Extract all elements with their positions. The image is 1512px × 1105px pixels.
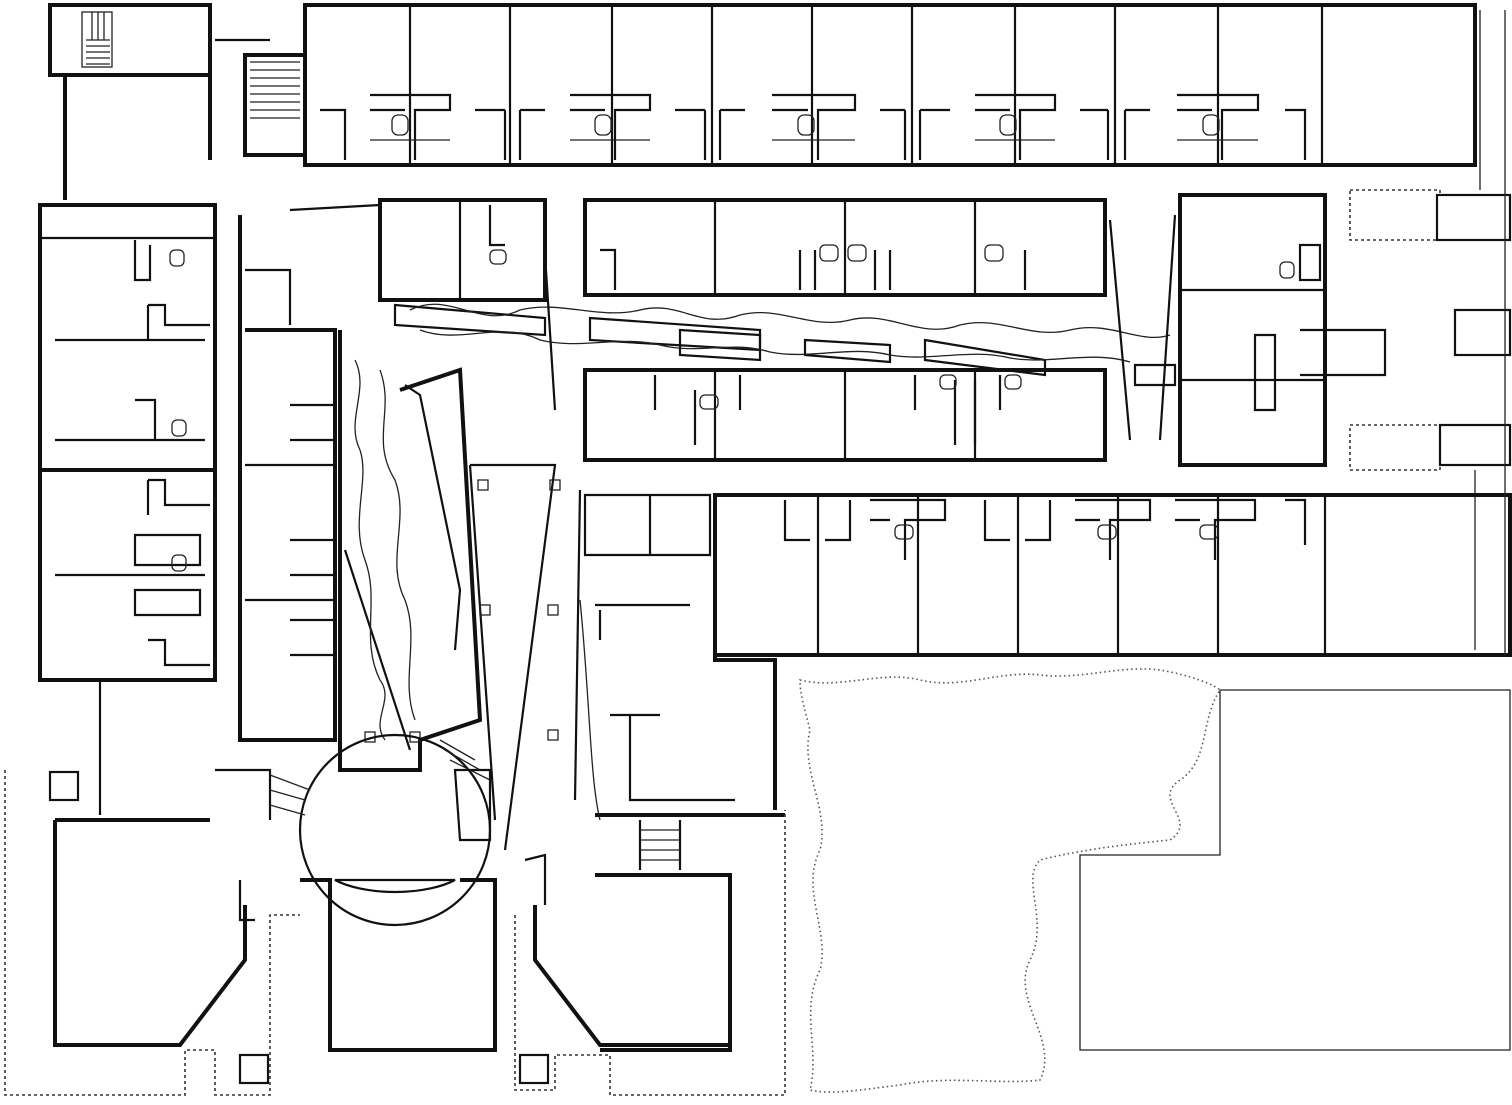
south-center-wing (300, 810, 786, 1096)
landscape-area (799, 668, 1511, 1093)
atrium-skylight (393, 214, 1177, 441)
north-room-row (303, 3, 1481, 190)
stair-north-center (243, 53, 307, 157)
east-upper-block (583, 368, 1107, 462)
west-wing (38, 203, 217, 682)
central-west-rooms (238, 203, 381, 742)
stair-tower-northwest (48, 3, 270, 200)
rotunda (269, 733, 492, 927)
south-room-row (583, 493, 1512, 657)
entrance-hall (468, 463, 601, 851)
east-end (1178, 189, 1512, 650)
south-center-service (595, 560, 785, 1052)
southwest-wing (4, 678, 300, 1096)
atrium-wedge (338, 330, 483, 772)
central-upper-block (378, 198, 1107, 302)
